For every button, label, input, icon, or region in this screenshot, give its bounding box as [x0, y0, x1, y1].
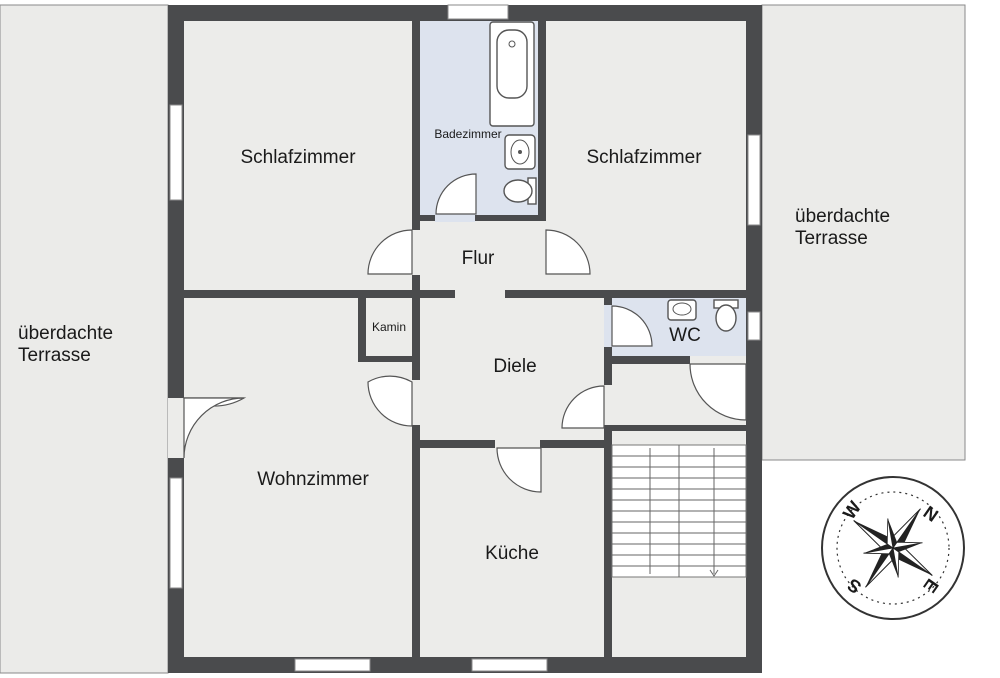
- label-bedroom-right: Schlafzimmer: [586, 147, 702, 168]
- wc-toilet: [713, 299, 739, 332]
- label-terrace-left-1: überdachte: [18, 323, 113, 344]
- compass-rose: N E S W: [821, 476, 965, 620]
- wc-sink: [667, 299, 697, 321]
- label-terrace-left-2: Terrasse: [18, 345, 91, 366]
- staircase: [611, 444, 747, 578]
- label-bedroom-left: Schlafzimmer: [240, 147, 356, 168]
- terrace-left: [0, 4, 169, 674]
- door-openings: [168, 214, 746, 458]
- label-terrace-right-2: Terrasse: [795, 228, 868, 249]
- bathroom-sink: [504, 134, 536, 170]
- fireplace-box: [366, 298, 412, 356]
- label-wc: WC: [669, 325, 701, 346]
- label-bathroom: Badezimmer: [434, 127, 501, 141]
- label-entrance-hall: Diele: [493, 356, 536, 377]
- label-living-room: Wohnzimmer: [257, 469, 369, 490]
- stair-direction-arrow: [649, 448, 719, 577]
- bathtub: [489, 21, 535, 127]
- label-fireplace: Kamin: [372, 320, 406, 334]
- windows: [169, 4, 761, 672]
- terrace-right: [761, 4, 966, 461]
- label-hallway: Flur: [462, 248, 495, 269]
- label-kitchen: Küche: [485, 543, 539, 564]
- bathroom-toilet: [503, 177, 537, 205]
- door-swings: [181, 173, 747, 493]
- label-terrace-right-1: überdachte: [795, 206, 890, 227]
